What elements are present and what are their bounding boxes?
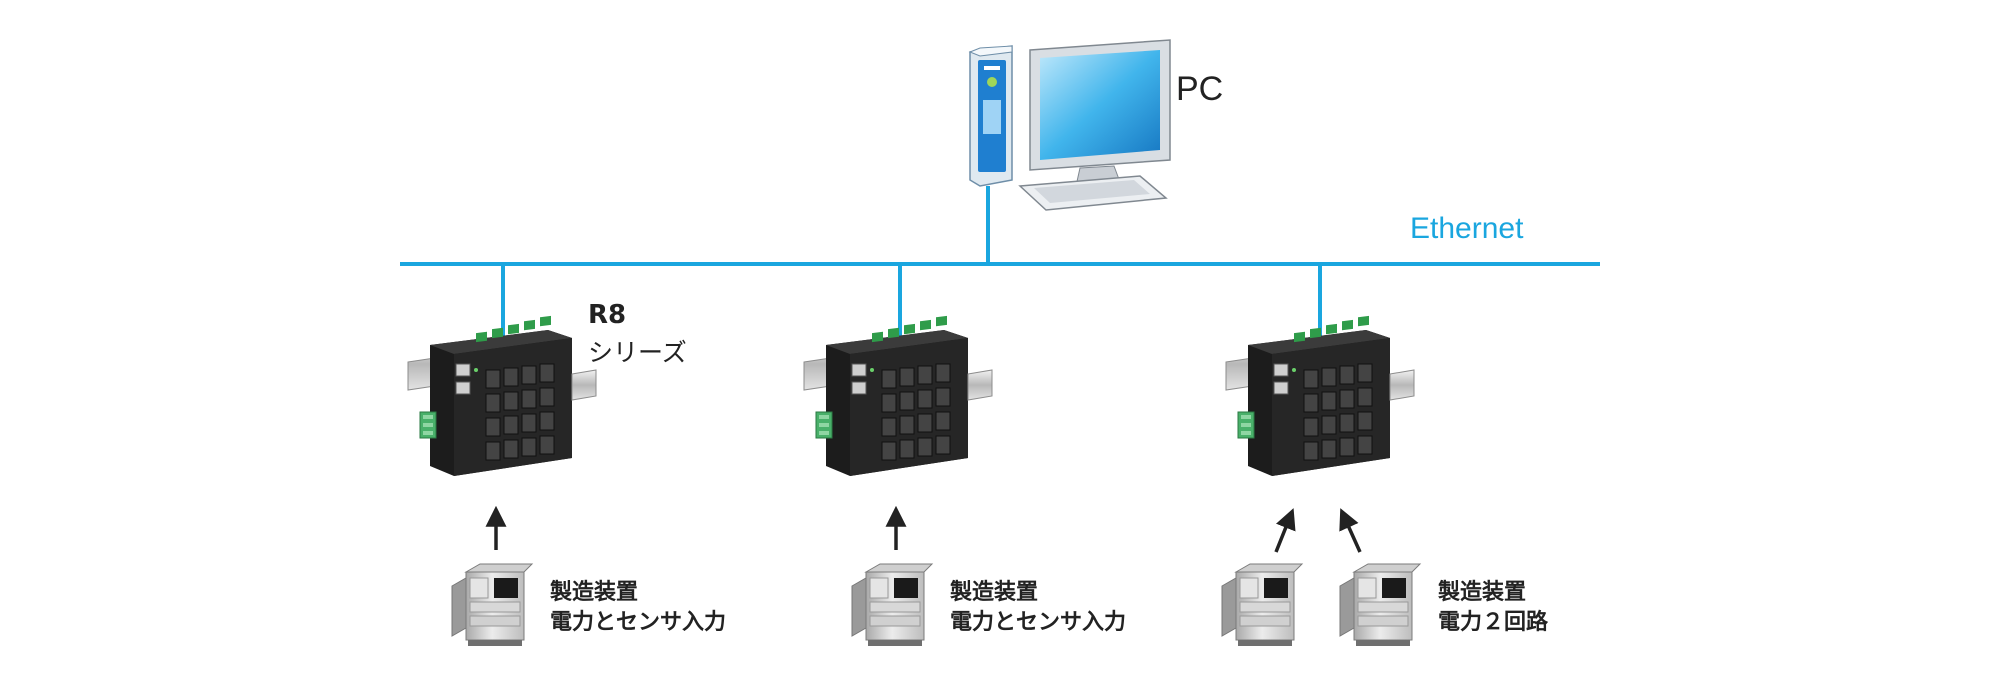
module-series: シリーズ [588, 338, 687, 367]
group-2-line1: 製造装置 [950, 580, 1039, 605]
group-3-line2: 電力２回路 [1438, 610, 1549, 635]
group-1-line2: 電力とセンサ入力 [550, 610, 727, 635]
group-3-line1: 製造装置 [1438, 580, 1527, 605]
machine-1 [451, 563, 533, 647]
machine-3 [1221, 563, 1303, 647]
pc-icon [968, 39, 1171, 211]
pc-label: PC [1176, 70, 1224, 108]
r8-module-3 [1225, 315, 1415, 477]
r8-module-2 [803, 315, 993, 477]
group-1-line1: 製造装置 [550, 580, 639, 605]
module-name: R8 [588, 300, 627, 330]
r8-module-1 [407, 315, 597, 477]
machine-4 [1339, 563, 1421, 647]
machine-2 [851, 563, 933, 647]
ethernet-label: Ethernet [1410, 212, 1524, 245]
input-arrows [485, 505, 1362, 553]
group-2-line2: 電力とセンサ入力 [950, 610, 1127, 635]
ethernet-network [400, 186, 1600, 340]
